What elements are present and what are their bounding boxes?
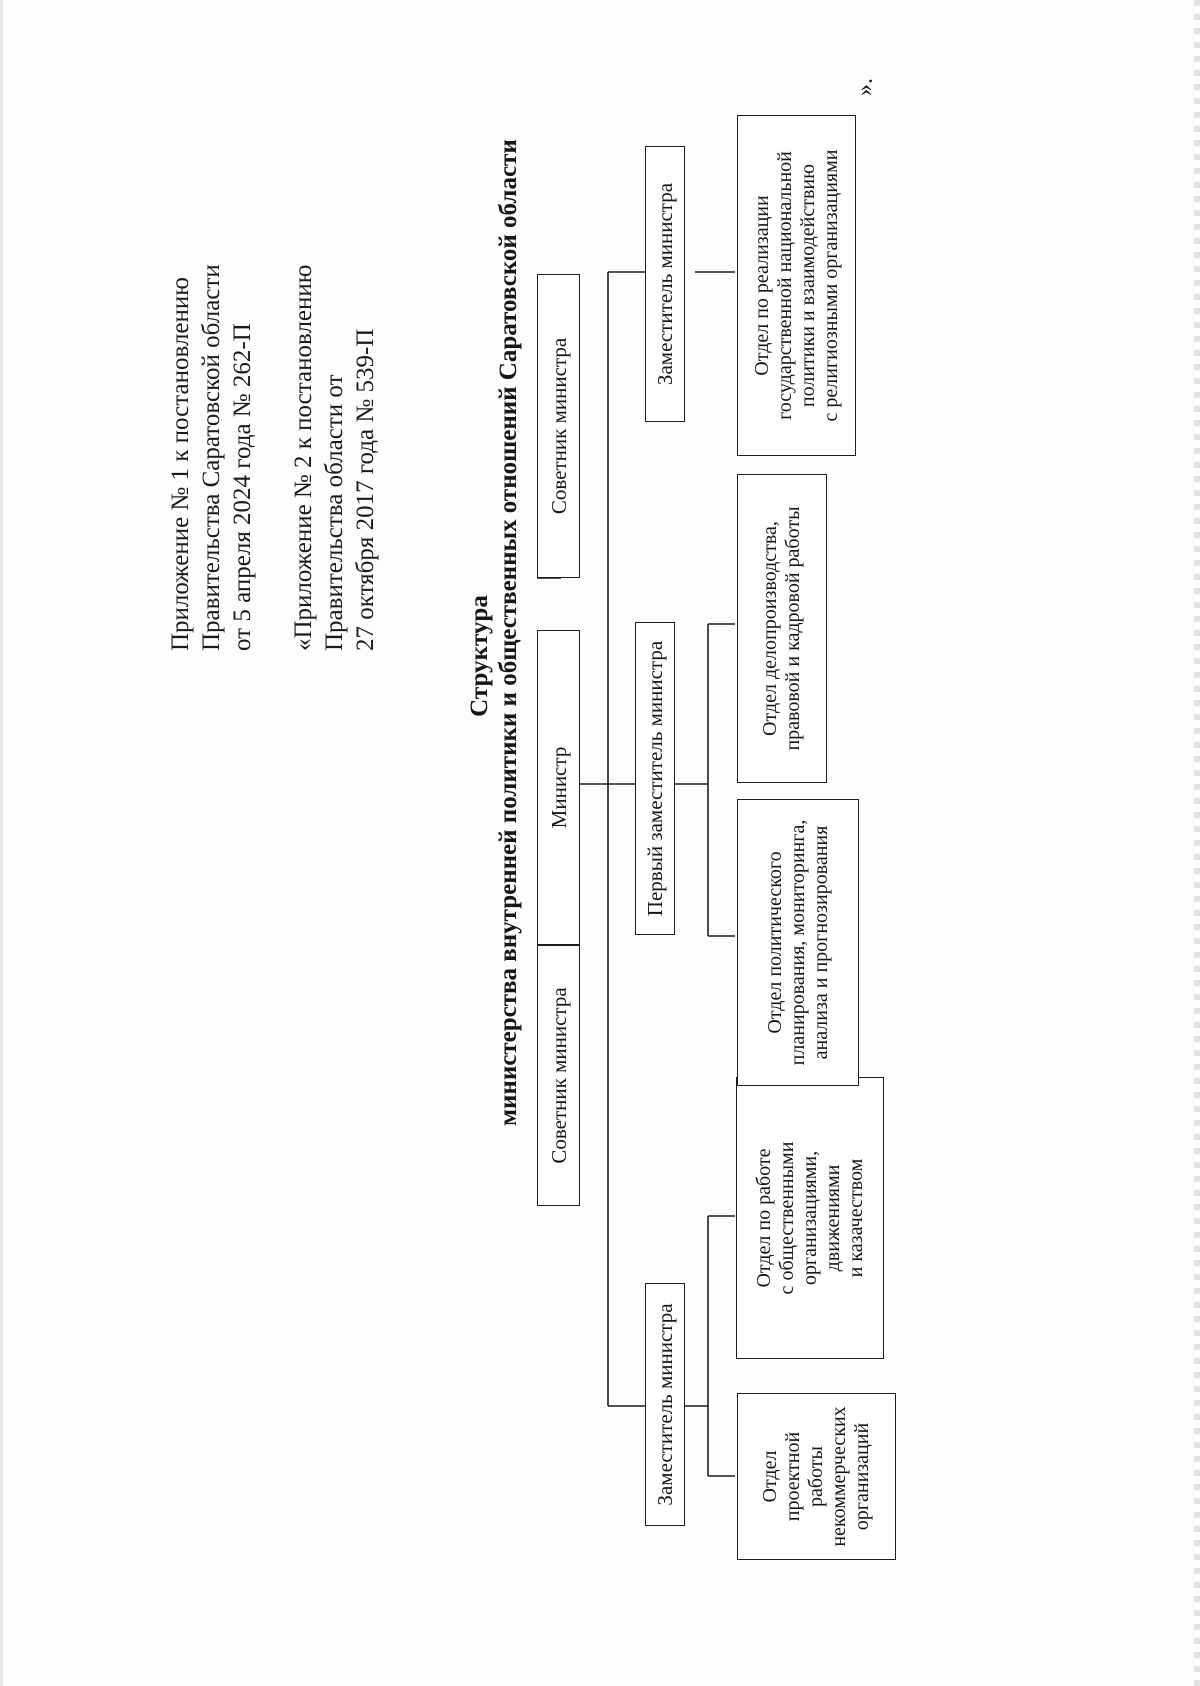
box-dept-planning: Отдел политического планирования, монито…: [737, 799, 859, 1086]
dept-projects-line-1: Отдел: [759, 1450, 781, 1503]
dept-planning-line-1: Отдел политического: [763, 851, 786, 1034]
appendix-original-line-2: Правительства области от: [321, 374, 348, 652]
dept-national-text: Отдел по реализации государственной наци…: [751, 150, 843, 422]
dept-records-text: Отдел делопроизводства, правовой и кадро…: [759, 506, 805, 750]
document-title: Структура министерства внутренней полити…: [465, 139, 523, 1126]
dept-public-text: Отдел по работе с общественными организа…: [753, 1142, 868, 1295]
dept-national-line-1: Отдел по реализации: [750, 195, 773, 376]
dept-records-line-2: правовой и кадровой работы: [782, 506, 804, 751]
dept-public-line-1: Отдел по работе: [752, 1148, 775, 1288]
dept-projects-line-3: работы: [805, 1446, 827, 1507]
appendix-header: Приложение № 1 к постановлению Правитель…: [165, 264, 258, 651]
box-minister: Министр: [537, 630, 580, 945]
dept-public-line-3: организациями,: [798, 1150, 821, 1286]
dept-public-line-2: с общественными: [775, 1141, 798, 1295]
appendix-original-header: «Приложение № 2 к постановлению Правител…: [288, 265, 381, 651]
box-advisor-right: Советник министра: [537, 274, 580, 578]
deputy-right-label: Заместитель министра: [653, 182, 677, 386]
dept-national-line-2: государственной национальной: [773, 151, 796, 420]
dept-public-line-5: и казачеством: [844, 1158, 867, 1278]
minister-label: Министр: [546, 746, 571, 829]
title-line-1: Структура: [466, 595, 493, 717]
box-dept-projects: Отдел проектной работы некоммерческих ор…: [737, 1393, 896, 1560]
dept-projects-text: Отдел проектной работы некоммерческих ор…: [759, 1406, 874, 1546]
advisor-right-label: Советник министра: [546, 337, 571, 515]
box-dept-records: Отдел делопроизводства, правовой и кадро…: [737, 474, 827, 783]
appendix-original-line-1: «Приложение № 2 к постановлению: [290, 264, 317, 651]
appendix-line-2: Правительства Саратовской области: [198, 264, 225, 651]
dept-national-line-3: политики и взаимодействию: [796, 163, 819, 408]
advisor-left-label: Советник министра: [546, 987, 571, 1164]
dept-projects-line-4: некоммерческих: [828, 1406, 850, 1547]
closing-quote: ».: [852, 78, 878, 96]
dept-projects-line-2: проектной: [782, 1431, 804, 1522]
dept-planning-line-3: анализа и прогнозирования: [809, 825, 832, 1060]
dept-national-line-4: с религиозными организациями: [819, 149, 842, 422]
dept-projects-line-5: организаций: [851, 1422, 873, 1531]
box-deputy-right: Заместитель министра: [645, 146, 685, 422]
box-advisor-left: Советник министра: [537, 945, 580, 1206]
box-first-deputy: Первый заместитель министра: [635, 622, 675, 935]
scan-edge-right: [1194, 0, 1200, 1686]
first-deputy-label: Первый заместитель министра: [643, 640, 667, 917]
dept-records-line-1: Отдел делопроизводства,: [759, 521, 781, 736]
dept-planning-line-2: планирования, мониторинга,: [786, 819, 809, 1066]
box-dept-national: Отдел по реализации государственной наци…: [737, 115, 856, 456]
deputy-left-label: Заместитель министра: [653, 1303, 677, 1506]
box-dept-public: Отдел по работе с общественными организа…: [736, 1077, 884, 1359]
title-line-2: министерства внутренней политики и общес…: [495, 139, 522, 1126]
scan-edge-left: [0, 0, 3, 1686]
box-deputy-left: Заместитель министра: [645, 1283, 685, 1526]
appendix-line-3: от 5 апреля 2024 года № 262-П: [229, 323, 256, 651]
dept-public-line-4: движениями: [821, 1164, 844, 1272]
appendix-original-line-3: 27 октября 2017 года № 539-П: [352, 328, 379, 651]
dept-planning-text: Отдел политического планирования, монито…: [764, 820, 833, 1066]
appendix-line-1: Приложение № 1 к постановлению: [167, 277, 194, 651]
